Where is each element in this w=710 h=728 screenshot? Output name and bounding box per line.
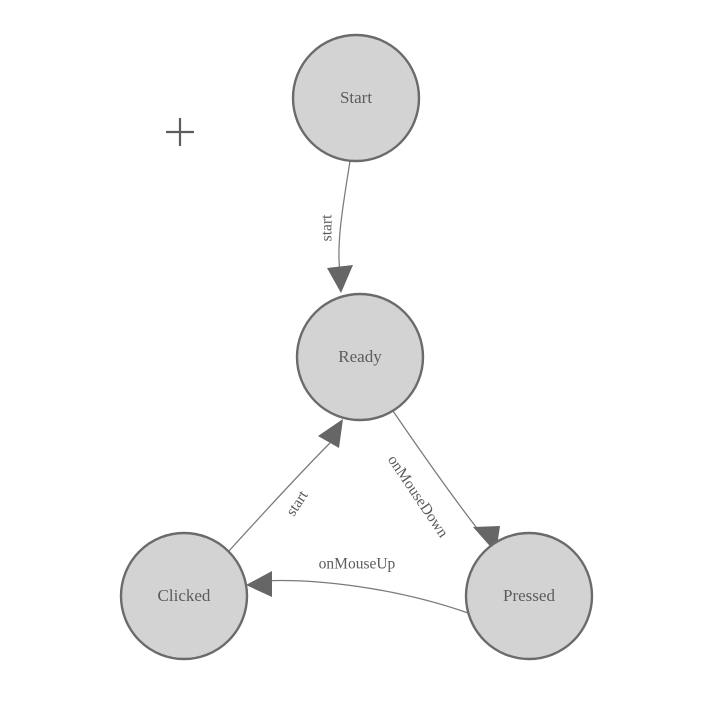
- node-start-label: Start: [340, 88, 372, 107]
- edge-path-pressed-clicked[interactable]: [261, 579, 469, 614]
- edge-pressed-to-clicked[interactable]: [246, 571, 469, 614]
- node-clicked-label: Clicked: [158, 586, 211, 605]
- edge-path-start-ready[interactable]: [338, 160, 351, 273]
- node-pressed-label: Pressed: [503, 586, 555, 605]
- arrowhead-clicked-ready: [318, 419, 343, 448]
- node-pressed-circle[interactable]: [464, 531, 594, 661]
- node-ready-label: Ready: [338, 347, 382, 366]
- arrowhead-pressed-clicked: [246, 571, 272, 597]
- edge-start-to-ready[interactable]: [327, 160, 353, 293]
- edge-label-ready-pressed: onMouseDown: [384, 452, 452, 541]
- crosshair-icon: [166, 118, 194, 146]
- node-clicked-circle[interactable]: [119, 531, 249, 661]
- node-start-circle[interactable]: [291, 33, 421, 163]
- edge-label-pressed-clicked: onMouseUp: [319, 556, 396, 573]
- edge-clicked-to-ready[interactable]: [227, 419, 343, 553]
- node-ready[interactable]: Ready: [295, 292, 425, 422]
- edge-label-clicked-ready: start: [283, 487, 312, 519]
- arrowhead-start-ready: [327, 265, 353, 293]
- node-start[interactable]: Start: [291, 33, 421, 163]
- edge-path-clicked-ready[interactable]: [227, 442, 331, 553]
- node-clicked[interactable]: Clicked: [119, 531, 249, 661]
- node-pressed[interactable]: Pressed: [464, 531, 594, 661]
- node-ready-circle[interactable]: [295, 292, 425, 422]
- edge-label-start-ready: start: [319, 214, 336, 241]
